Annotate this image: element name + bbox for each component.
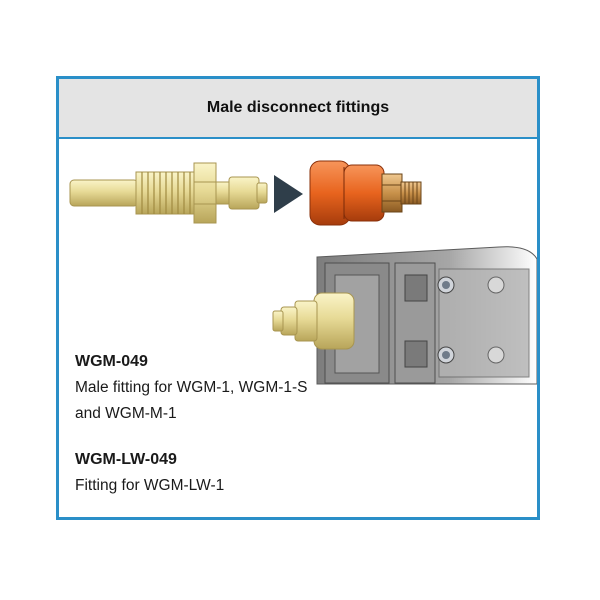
product-card: Male disconnect fittings xyxy=(56,76,540,520)
page-title: Male disconnect fittings xyxy=(206,99,390,116)
item-code: WGM-049 xyxy=(75,353,148,370)
arrow-right-icon xyxy=(274,175,303,213)
item-code: WGM-LW-049 xyxy=(75,451,177,468)
brass-male-fitting-icon xyxy=(69,162,268,224)
item-description: Fitting for WGM-LW-1 xyxy=(75,477,225,494)
orange-fitting-icon xyxy=(309,160,422,226)
gripper-assembly-icon xyxy=(272,246,537,385)
item-description: Male fitting for WGM-1, WGM-1-S and WGM-… xyxy=(75,379,308,422)
item-wgm-lw-049: WGM-LW-049 Fitting for WGM-LW-1 xyxy=(75,447,315,499)
product-illustration xyxy=(69,160,537,385)
card-header: Male disconnect fittings xyxy=(59,79,537,139)
item-wgm-049: WGM-049 Male fitting for WGM-1, WGM-1-S … xyxy=(75,349,315,427)
